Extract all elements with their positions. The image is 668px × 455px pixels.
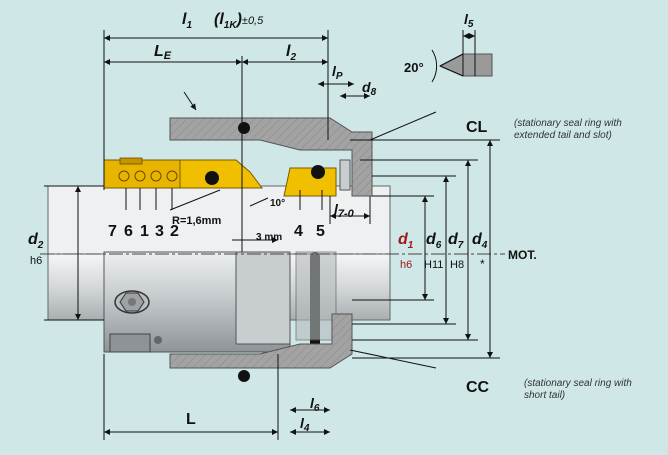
tol-d1: h6 — [400, 259, 412, 271]
dim-d6: d6 — [426, 231, 442, 251]
gap-label: 3 mm — [256, 232, 282, 243]
cl-note-line1: (stationary seal ring with — [514, 118, 622, 129]
cc-note-line1: (stationary seal ring with — [524, 378, 632, 389]
o-ring-stationary-icon — [311, 165, 325, 179]
o-ring-rotating-icon — [205, 171, 219, 185]
radius-label: R=1,6mm — [172, 215, 221, 227]
tol-d7: H8 — [450, 259, 464, 271]
small-hole-icon — [154, 336, 162, 344]
dim-angle: 20° — [404, 60, 424, 75]
dim-lp: lP — [332, 63, 343, 82]
sleeve-step — [235, 251, 291, 345]
screw-head — [119, 157, 143, 165]
part-2: 2 — [170, 223, 179, 240]
o-ring-housing-lower-icon — [238, 370, 250, 382]
dim-d8: d8 — [362, 79, 377, 98]
motor-label: MOT. — [508, 248, 537, 262]
cl-note-line2: extended tail and slot) — [514, 130, 612, 141]
dim-l2: l2 — [286, 43, 296, 63]
tol-d4: * — [480, 257, 485, 271]
dim-d2: d2 — [28, 231, 44, 251]
angle-10-label: 10° — [270, 198, 285, 209]
dim-l7: l7-0 — [334, 201, 355, 220]
dim-l1: l1 — [182, 11, 192, 31]
dim-l4: l4 — [300, 415, 310, 434]
dim-d4: d4 — [472, 231, 488, 251]
part-7: 7 — [108, 223, 117, 240]
drive-slot — [109, 333, 151, 353]
dim-d1: d1 — [398, 231, 414, 251]
slot-detail — [438, 53, 493, 77]
cc-note-line2: short tail) — [524, 390, 565, 401]
dim-l6: l6 — [310, 395, 320, 414]
part-5: 5 — [316, 223, 325, 240]
stationary-seal-ring — [283, 167, 337, 197]
o-ring-upper-icon — [238, 122, 250, 134]
part-3: 3 — [155, 223, 164, 240]
housing-lower — [169, 313, 353, 369]
dim-l5: l5 — [464, 11, 474, 30]
housing-upper — [169, 117, 373, 197]
variant-cc: CC — [466, 379, 490, 396]
part-4: 4 — [294, 223, 303, 240]
seat-lower — [295, 251, 337, 341]
part-1: 1 — [140, 223, 149, 240]
variant-cl: CL — [466, 119, 488, 136]
shaft-upper — [47, 185, 391, 255]
tol-d6: H11 — [424, 259, 443, 271]
dim-L: L — [186, 411, 196, 428]
set-screw-icon — [114, 290, 150, 314]
dim-l1k: (l1K)±0,5 — [214, 11, 264, 31]
dim-d2-tol: h6 — [30, 255, 42, 267]
part-6: 6 — [124, 223, 133, 240]
dim-le: LE — [154, 43, 172, 62]
anti-rotation-pin — [339, 159, 351, 191]
dim-d7: d7 — [448, 231, 464, 251]
